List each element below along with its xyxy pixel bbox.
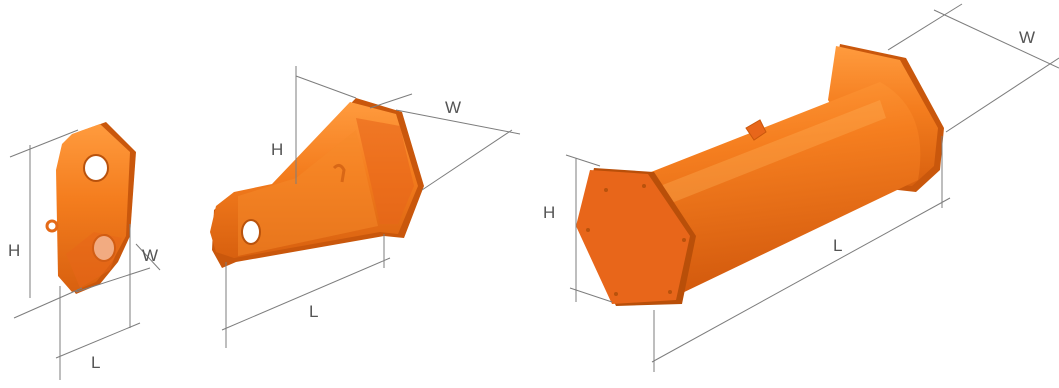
cylinder-length-label: L [833,236,842,255]
cylinder-height-label: H [543,203,555,222]
tapered-length-label: L [309,302,318,321]
cylinder-shape [576,44,944,306]
plate-height-label: H [8,241,20,260]
tapered-shape [210,98,424,268]
tapered-width-label: W [445,98,461,117]
cylinder-dimension-lines [565,3,1059,372]
plate-length-label: L [91,353,100,372]
figure-plate: H W L [8,122,161,380]
figure-tapered: H W L [210,66,521,348]
cylinder-width-label: W [1019,28,1035,47]
tapered-height-label: H [271,140,283,159]
figure-cylinder: H W L [543,3,1059,372]
tapered-dimension-lines [221,66,521,348]
plate-width-label: W [142,246,158,265]
plate-dimension-lines [9,129,161,380]
plate-shape [45,122,136,294]
